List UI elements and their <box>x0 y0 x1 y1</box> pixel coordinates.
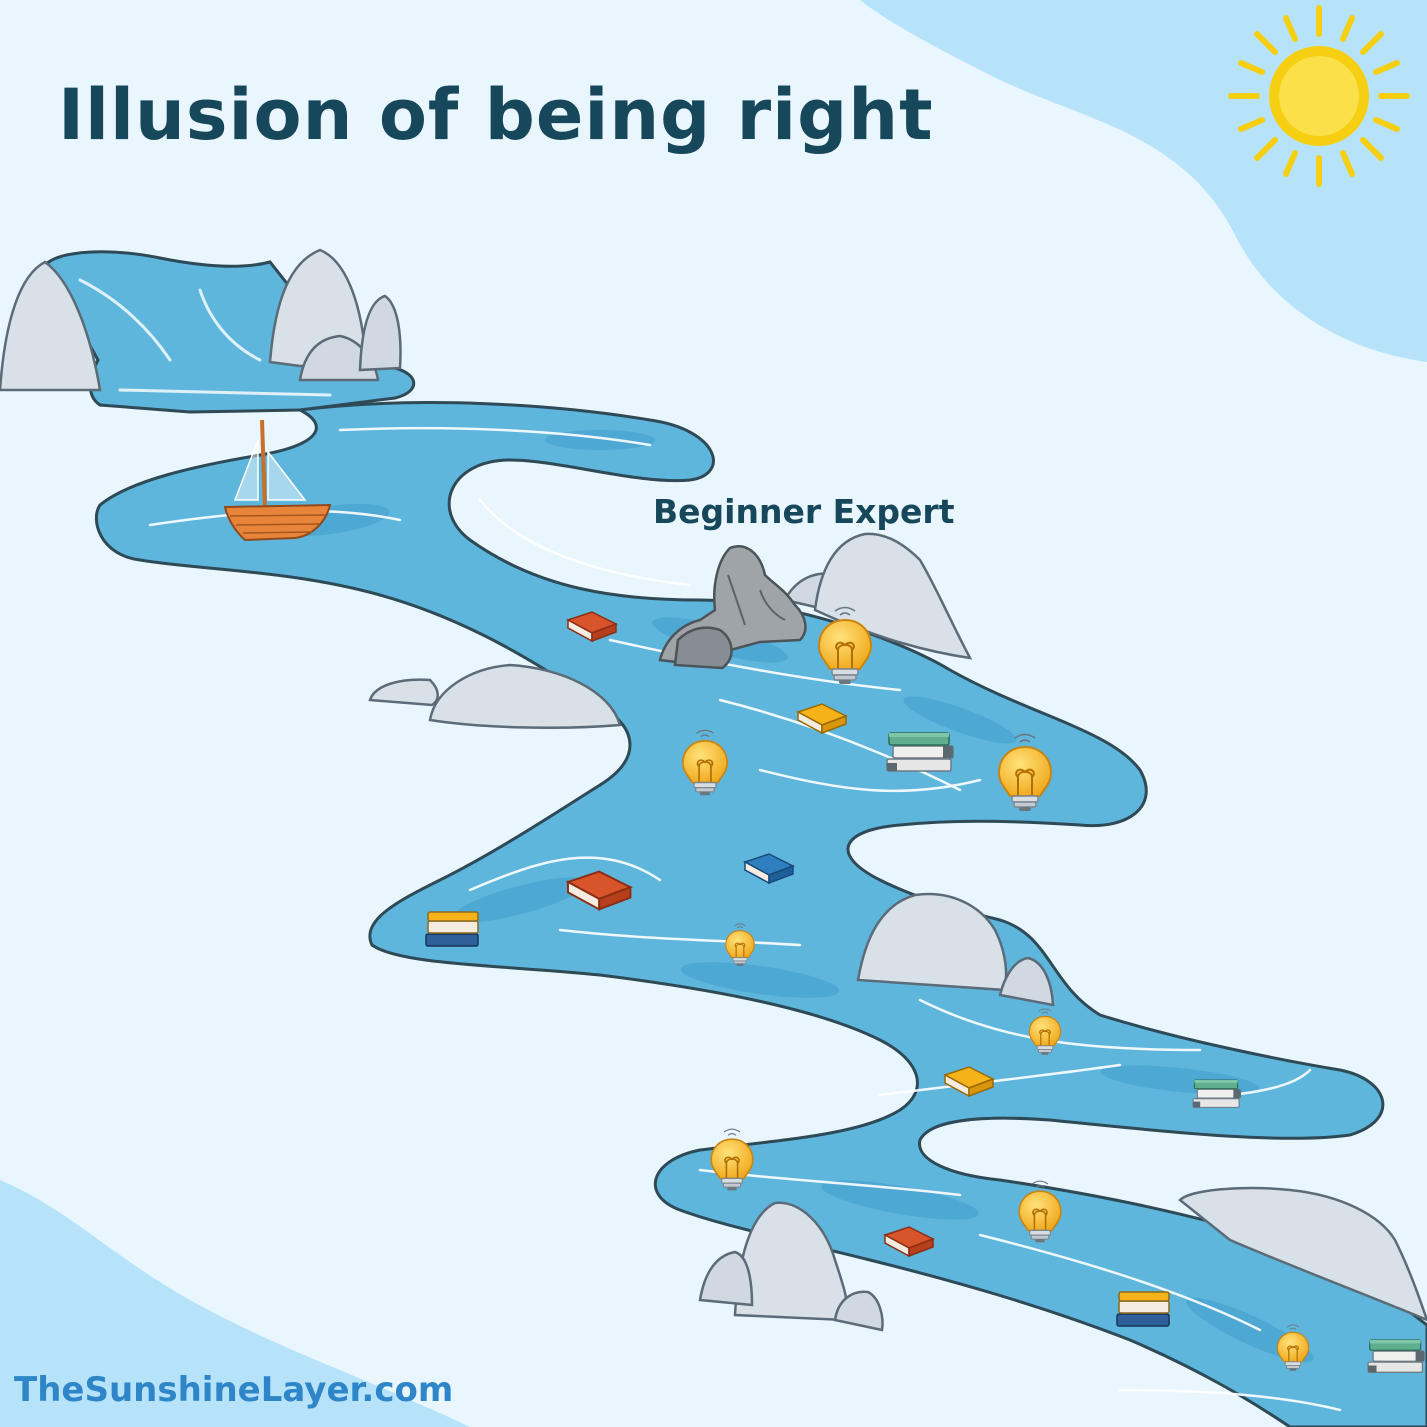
book-stack-icon <box>1192 1079 1242 1108</box>
beginner-expert-rock-icon <box>658 545 807 670</box>
sun-icon <box>1228 5 1410 187</box>
rock-icon <box>0 248 1427 1332</box>
sailboat-icon <box>223 419 332 542</box>
book-stack-icon <box>1367 1339 1425 1373</box>
site-url: TheSunshineLayer.com <box>14 1370 454 1410</box>
book-stack-icon <box>886 732 954 772</box>
book-stack-icon <box>425 911 479 947</box>
page-title: Illusion of being right <box>58 74 934 156</box>
book-stack-icon <box>1116 1291 1170 1327</box>
beginner-expert-label: Beginner Expert <box>653 492 955 531</box>
corner-wave-bottom-left <box>0 1180 470 1427</box>
